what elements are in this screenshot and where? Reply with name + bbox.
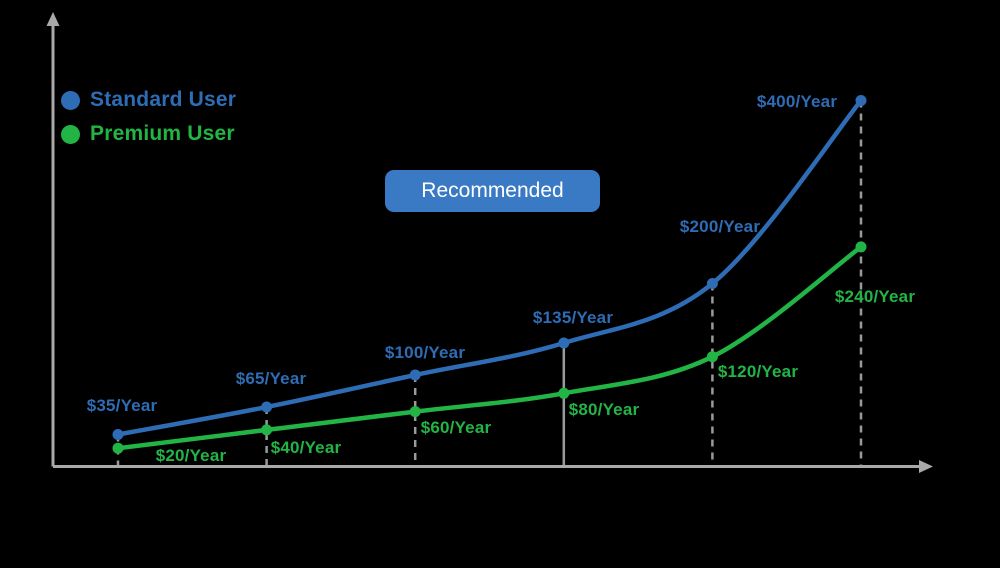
axes-group — [46, 12, 933, 473]
data-point — [112, 428, 124, 440]
data-point — [112, 442, 124, 454]
series-curve-premium-user — [115, 244, 864, 451]
data-point — [706, 351, 718, 363]
data-point — [558, 337, 570, 349]
x-axis-arrow-icon — [919, 460, 933, 473]
guide-lines-group — [116, 100, 863, 467]
legend-item-standard-user: Standard User — [61, 88, 236, 112]
recommended-badge[interactable]: Recommended — [385, 170, 600, 212]
legend-label-standard-user: Standard User — [90, 88, 237, 111]
data-point — [261, 401, 273, 413]
y-axis-arrow-icon — [46, 12, 60, 26]
data-points-group — [112, 95, 867, 454]
chart-legend: Standard User Premium User — [61, 88, 236, 146]
legend-item-premium-user: Premium User — [61, 122, 236, 146]
series-curve-standard-user — [115, 98, 864, 437]
data-point — [409, 369, 421, 381]
data-point — [855, 95, 867, 106]
legend-label-premium-user: Premium User — [90, 122, 235, 145]
data-point — [855, 241, 867, 253]
data-point — [706, 278, 718, 289]
data-point — [558, 387, 570, 399]
standard-user-dot-icon — [61, 90, 80, 110]
series-curves-group — [115, 98, 864, 451]
data-point — [261, 424, 273, 436]
data-point — [409, 406, 421, 418]
premium-user-dot-icon — [61, 124, 80, 144]
